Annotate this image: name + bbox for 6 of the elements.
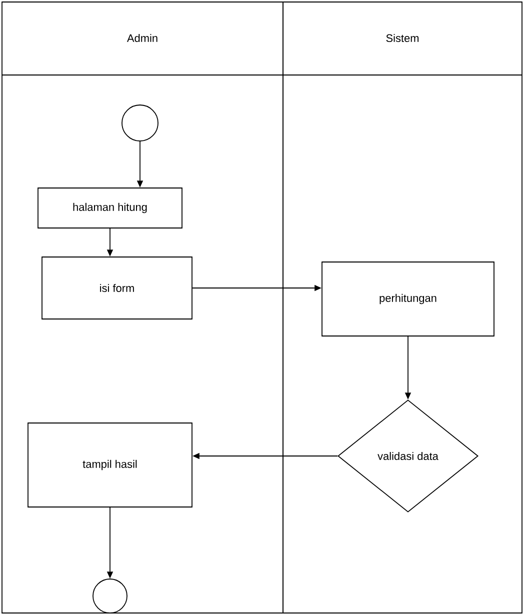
process-box: isi form <box>42 256 192 320</box>
end-circle <box>92 578 128 614</box>
process-box: perhitungan <box>322 262 494 336</box>
process-box: tampil hasil <box>28 422 192 508</box>
process-box: halaman hitung <box>38 188 182 228</box>
start-circle <box>122 104 158 142</box>
